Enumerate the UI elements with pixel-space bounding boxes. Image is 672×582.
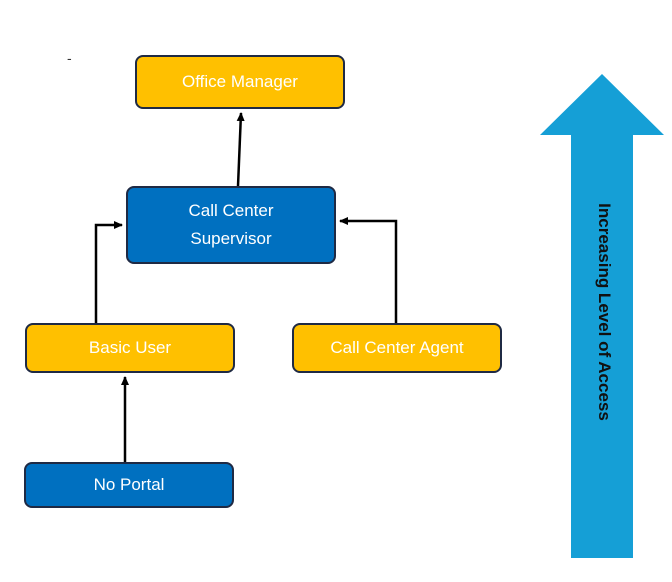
call-center-agent-label: Call Center Agent [330, 338, 464, 357]
access-arrow-shape [540, 74, 664, 558]
edge-supervisor-to-officemanager [236, 112, 245, 187]
supervisor-label-line2: Supervisor [190, 229, 272, 248]
call-center-agent-node: Call Center Agent [292, 323, 502, 373]
no-portal-node: No Portal [24, 462, 234, 508]
edge-agent-to-supervisor [339, 217, 398, 323]
call-center-supervisor-node: Call Center Supervisor [126, 186, 336, 264]
basic-user-label: Basic User [88, 338, 172, 357]
access-arrow-label: Increasing Level of Access [595, 203, 614, 421]
supervisor-label-line1: Call Center [188, 201, 274, 220]
office-manager-node: Office Manager [135, 55, 345, 109]
office-manager-label: Office Manager [182, 72, 298, 91]
stray-dash-mark: - [67, 50, 72, 66]
edge-basicuser-to-supervisor [94, 221, 123, 323]
no-portal-label: No Portal [93, 475, 165, 494]
basic-user-node: Basic User [25, 323, 235, 373]
